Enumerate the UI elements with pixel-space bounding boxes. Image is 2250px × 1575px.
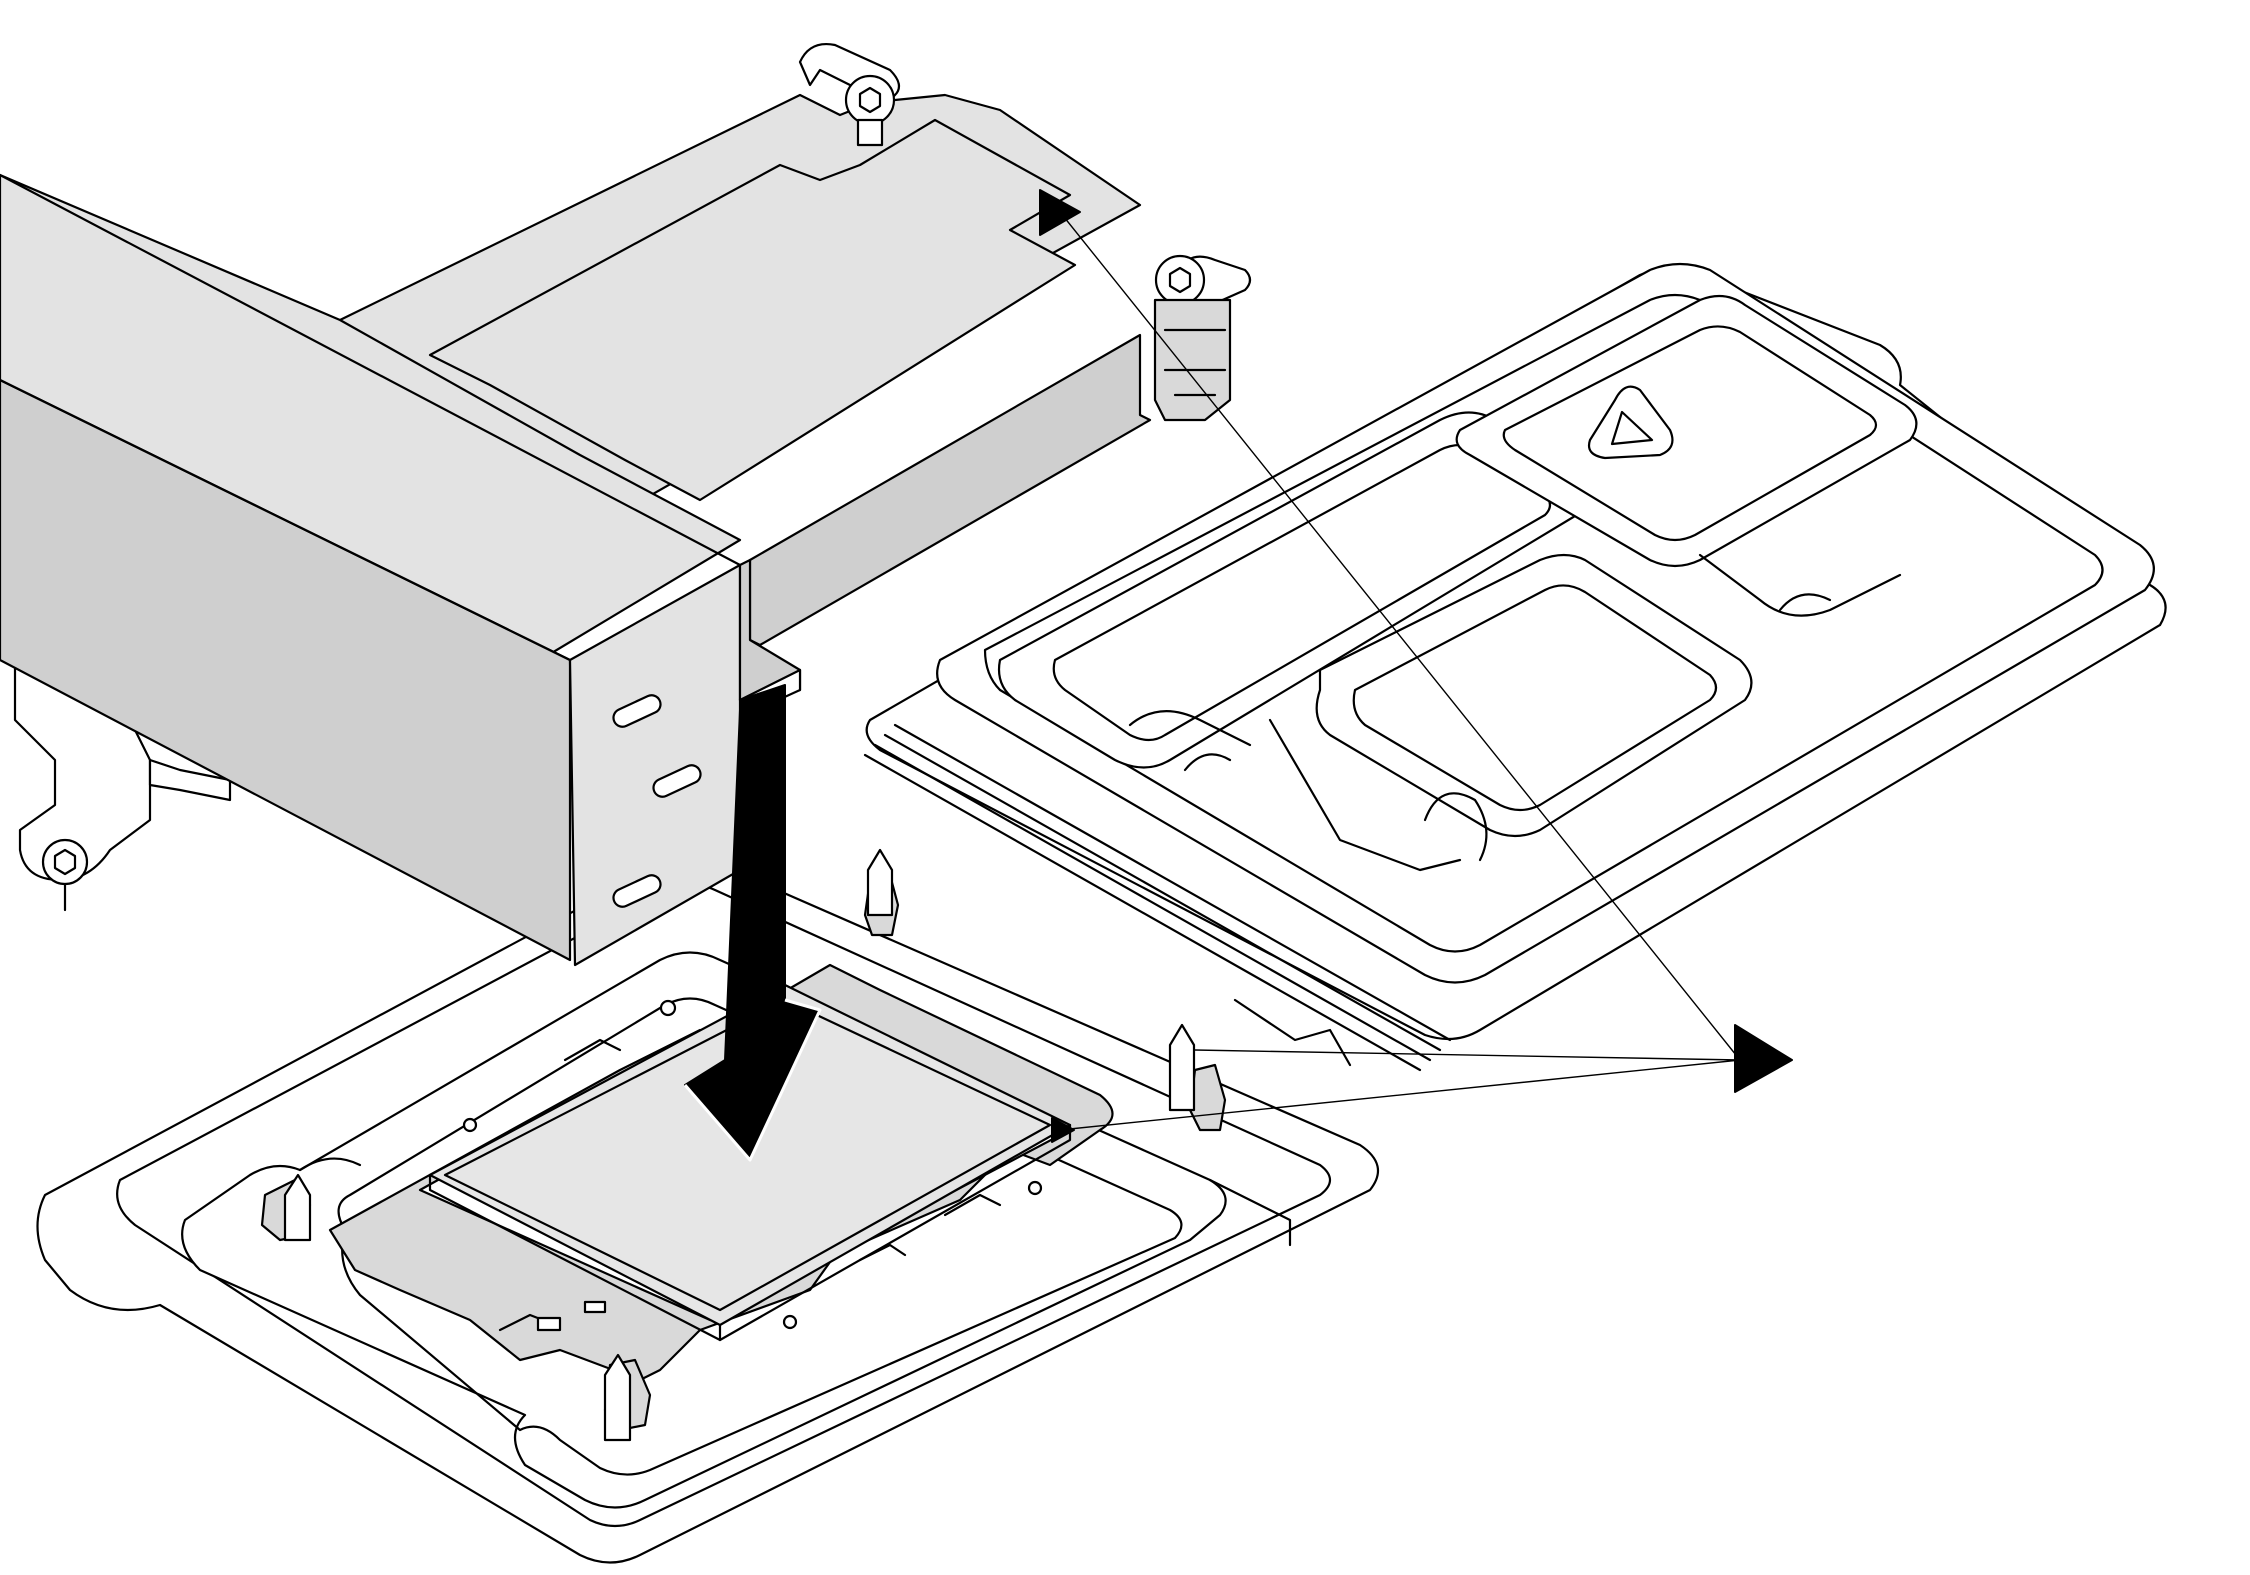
retention-clip-right-post bbox=[1153, 298, 1232, 422]
tray-back-rib-2 bbox=[1268, 718, 1462, 872]
torx-screw-right bbox=[1154, 254, 1206, 306]
tray-back-rib-5 bbox=[1778, 593, 1832, 612]
tray-back-pocket-middle bbox=[1315, 553, 1753, 838]
alignment-callout bbox=[1051, 211, 1793, 1143]
tray-back-rim-inner bbox=[983, 293, 2104, 953]
carrier-slot-2 bbox=[583, 1300, 607, 1314]
end-face-slot-3 bbox=[612, 874, 662, 908]
torx-screw-top bbox=[844, 74, 896, 126]
carrier-detail-1 bbox=[563, 1038, 622, 1062]
carrier-slot-1 bbox=[536, 1316, 562, 1332]
triangle-marker-callout-icon bbox=[1734, 1024, 1793, 1093]
tube-block-edge-1 bbox=[0, 173, 742, 567]
triangle-marker-carrier-icon bbox=[1051, 1117, 1075, 1143]
callout-line-top bbox=[1059, 211, 1741, 1061]
tray-back-pocket-right-inner bbox=[1502, 325, 1878, 542]
tray-back-rib-6 bbox=[1183, 753, 1232, 772]
down-arrow-highlight bbox=[683, 998, 822, 1162]
tray-back-rib-1 bbox=[1128, 710, 1252, 747]
retention-clip-top-post bbox=[856, 118, 884, 147]
torx-screw-star-top bbox=[858, 86, 882, 114]
tray-back-triangle-inner bbox=[1610, 410, 1654, 446]
end-face-slot-2 bbox=[652, 764, 702, 798]
torx-screw-icon bbox=[41, 838, 89, 886]
carrier-hole-2 bbox=[1027, 1180, 1043, 1196]
pin-back bbox=[866, 848, 894, 917]
pin-front bbox=[603, 1353, 632, 1442]
tray-back-rib-3 bbox=[1423, 792, 1488, 862]
cold-plate-module bbox=[0, 43, 1252, 967]
processor-ihs-bevel bbox=[428, 1173, 722, 1342]
down-arrow-icon bbox=[683, 684, 822, 1162]
tray-front-well-edge bbox=[1208, 1178, 1292, 1247]
pin-left bbox=[283, 1173, 312, 1242]
callout-line-bottom bbox=[1059, 1059, 1741, 1131]
tray-front-notch-right bbox=[1233, 998, 1352, 1067]
tube-block-edge-2 bbox=[0, 378, 572, 662]
carrier-hole-4 bbox=[462, 1117, 478, 1133]
carrier-tab-right bbox=[1188, 1063, 1227, 1132]
carrier-hole-3 bbox=[782, 1314, 798, 1330]
torx-screw-star-right bbox=[1168, 266, 1192, 294]
pin-right bbox=[1168, 1023, 1196, 1112]
module-bracket-flange bbox=[148, 758, 232, 802]
tray-hinge-line-1 bbox=[863, 753, 1422, 1072]
shipping-tray-back bbox=[863, 262, 2167, 1072]
end-face-slot-1 bbox=[612, 694, 662, 728]
torx-screw-star-left bbox=[53, 848, 77, 876]
tray-back-rib-4 bbox=[1698, 553, 1902, 617]
processor-ihs-edge bbox=[443, 998, 1052, 1312]
tray-hinge-line-4 bbox=[893, 723, 1452, 1042]
carrier-hole-1 bbox=[659, 999, 677, 1017]
tray-hinge-line-2 bbox=[873, 743, 1432, 1062]
carrier-detail-2 bbox=[943, 1193, 1002, 1217]
alignment-pins bbox=[283, 848, 1196, 1442]
tray-back-pocket-right bbox=[1455, 294, 1918, 568]
tray-hinge-line-3 bbox=[883, 733, 1442, 1052]
callout-line-middle bbox=[1194, 1049, 1741, 1061]
tray-back-pocket-middle-inner bbox=[1352, 584, 1718, 812]
tray-front-notch-left bbox=[298, 1157, 362, 1172]
module-top-plate bbox=[428, 118, 1077, 502]
